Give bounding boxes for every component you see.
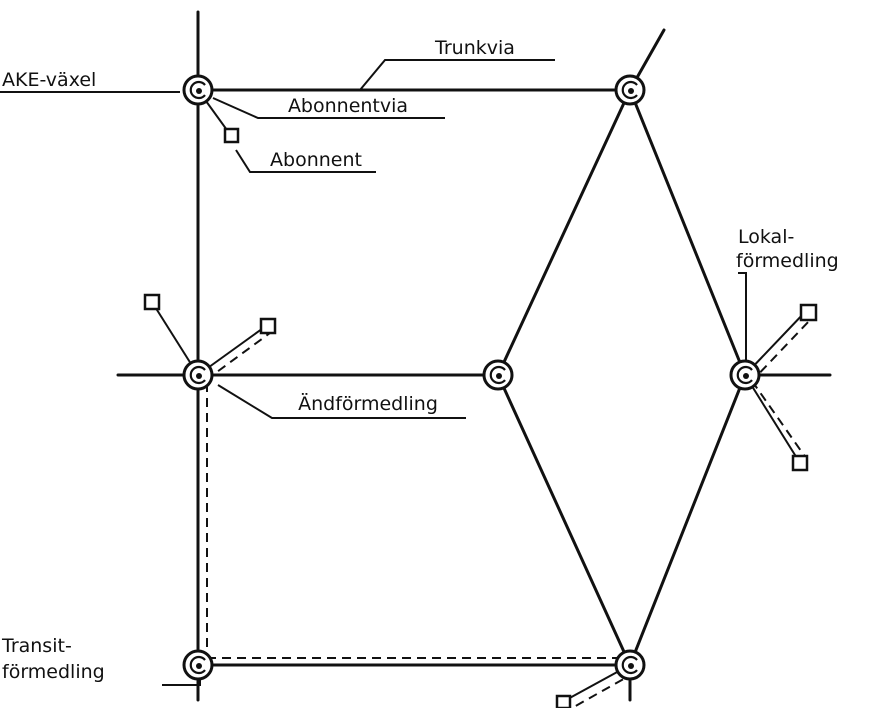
label-transit-line1: Transit- [1,635,72,657]
exchange-nodes [182,74,761,681]
trunk-top-to-center [496,88,632,377]
exchange-node-icon [482,359,514,391]
exchange-node-icon [614,74,646,106]
subscriber-square-icon [799,303,818,322]
subscriber-square-icon [791,454,809,472]
label-abonnent: Abonnent [270,149,362,171]
exchange-node-icon [614,649,646,681]
label-trunkvia: Trunkvia [434,37,515,59]
subscribers [143,127,818,708]
leader-andformedling [217,384,466,419]
path-mid-subscriber [205,332,271,381]
connection-paths [205,317,813,708]
callout-leaders [0,59,747,686]
leader-abonnent [235,149,376,173]
path-right-lower [751,380,807,459]
labels: AKE-växel Trunkvia Abonnentvia Abonnent … [1,37,839,683]
label-transit-line2: förmedling [2,661,105,683]
label-ake-vaxel: AKE-växel [2,69,96,91]
leader-trunkvia [359,59,555,91]
subscriber-square-icon [143,293,161,311]
label-lokal-line1: Lokal- [738,226,794,248]
leader-lokal [738,272,747,360]
subscriber-lines [151,89,807,701]
label-andformedling: Ändförmedling [298,392,438,415]
subscriber-square-icon [555,694,572,708]
trunk-top-to-right [628,88,747,377]
label-abonnentvia: Abonnentvia [288,95,408,117]
subscriber-line-right-lower [744,374,801,464]
subscriber-square-icon [259,317,277,335]
leader-abonnentvia [212,97,445,119]
trunk-center-to-bottom [496,373,632,667]
exchange-node-icon [182,649,214,681]
exchange-node-icon [182,359,214,391]
label-lokal-line2: förmedling [736,250,839,272]
exchange-node-icon [182,74,214,106]
exchange-node-icon [729,359,761,391]
subscriber-square-icon [223,127,240,144]
trunk-right-to-bottom [628,373,747,667]
path-bottom-subscriber [571,671,637,708]
